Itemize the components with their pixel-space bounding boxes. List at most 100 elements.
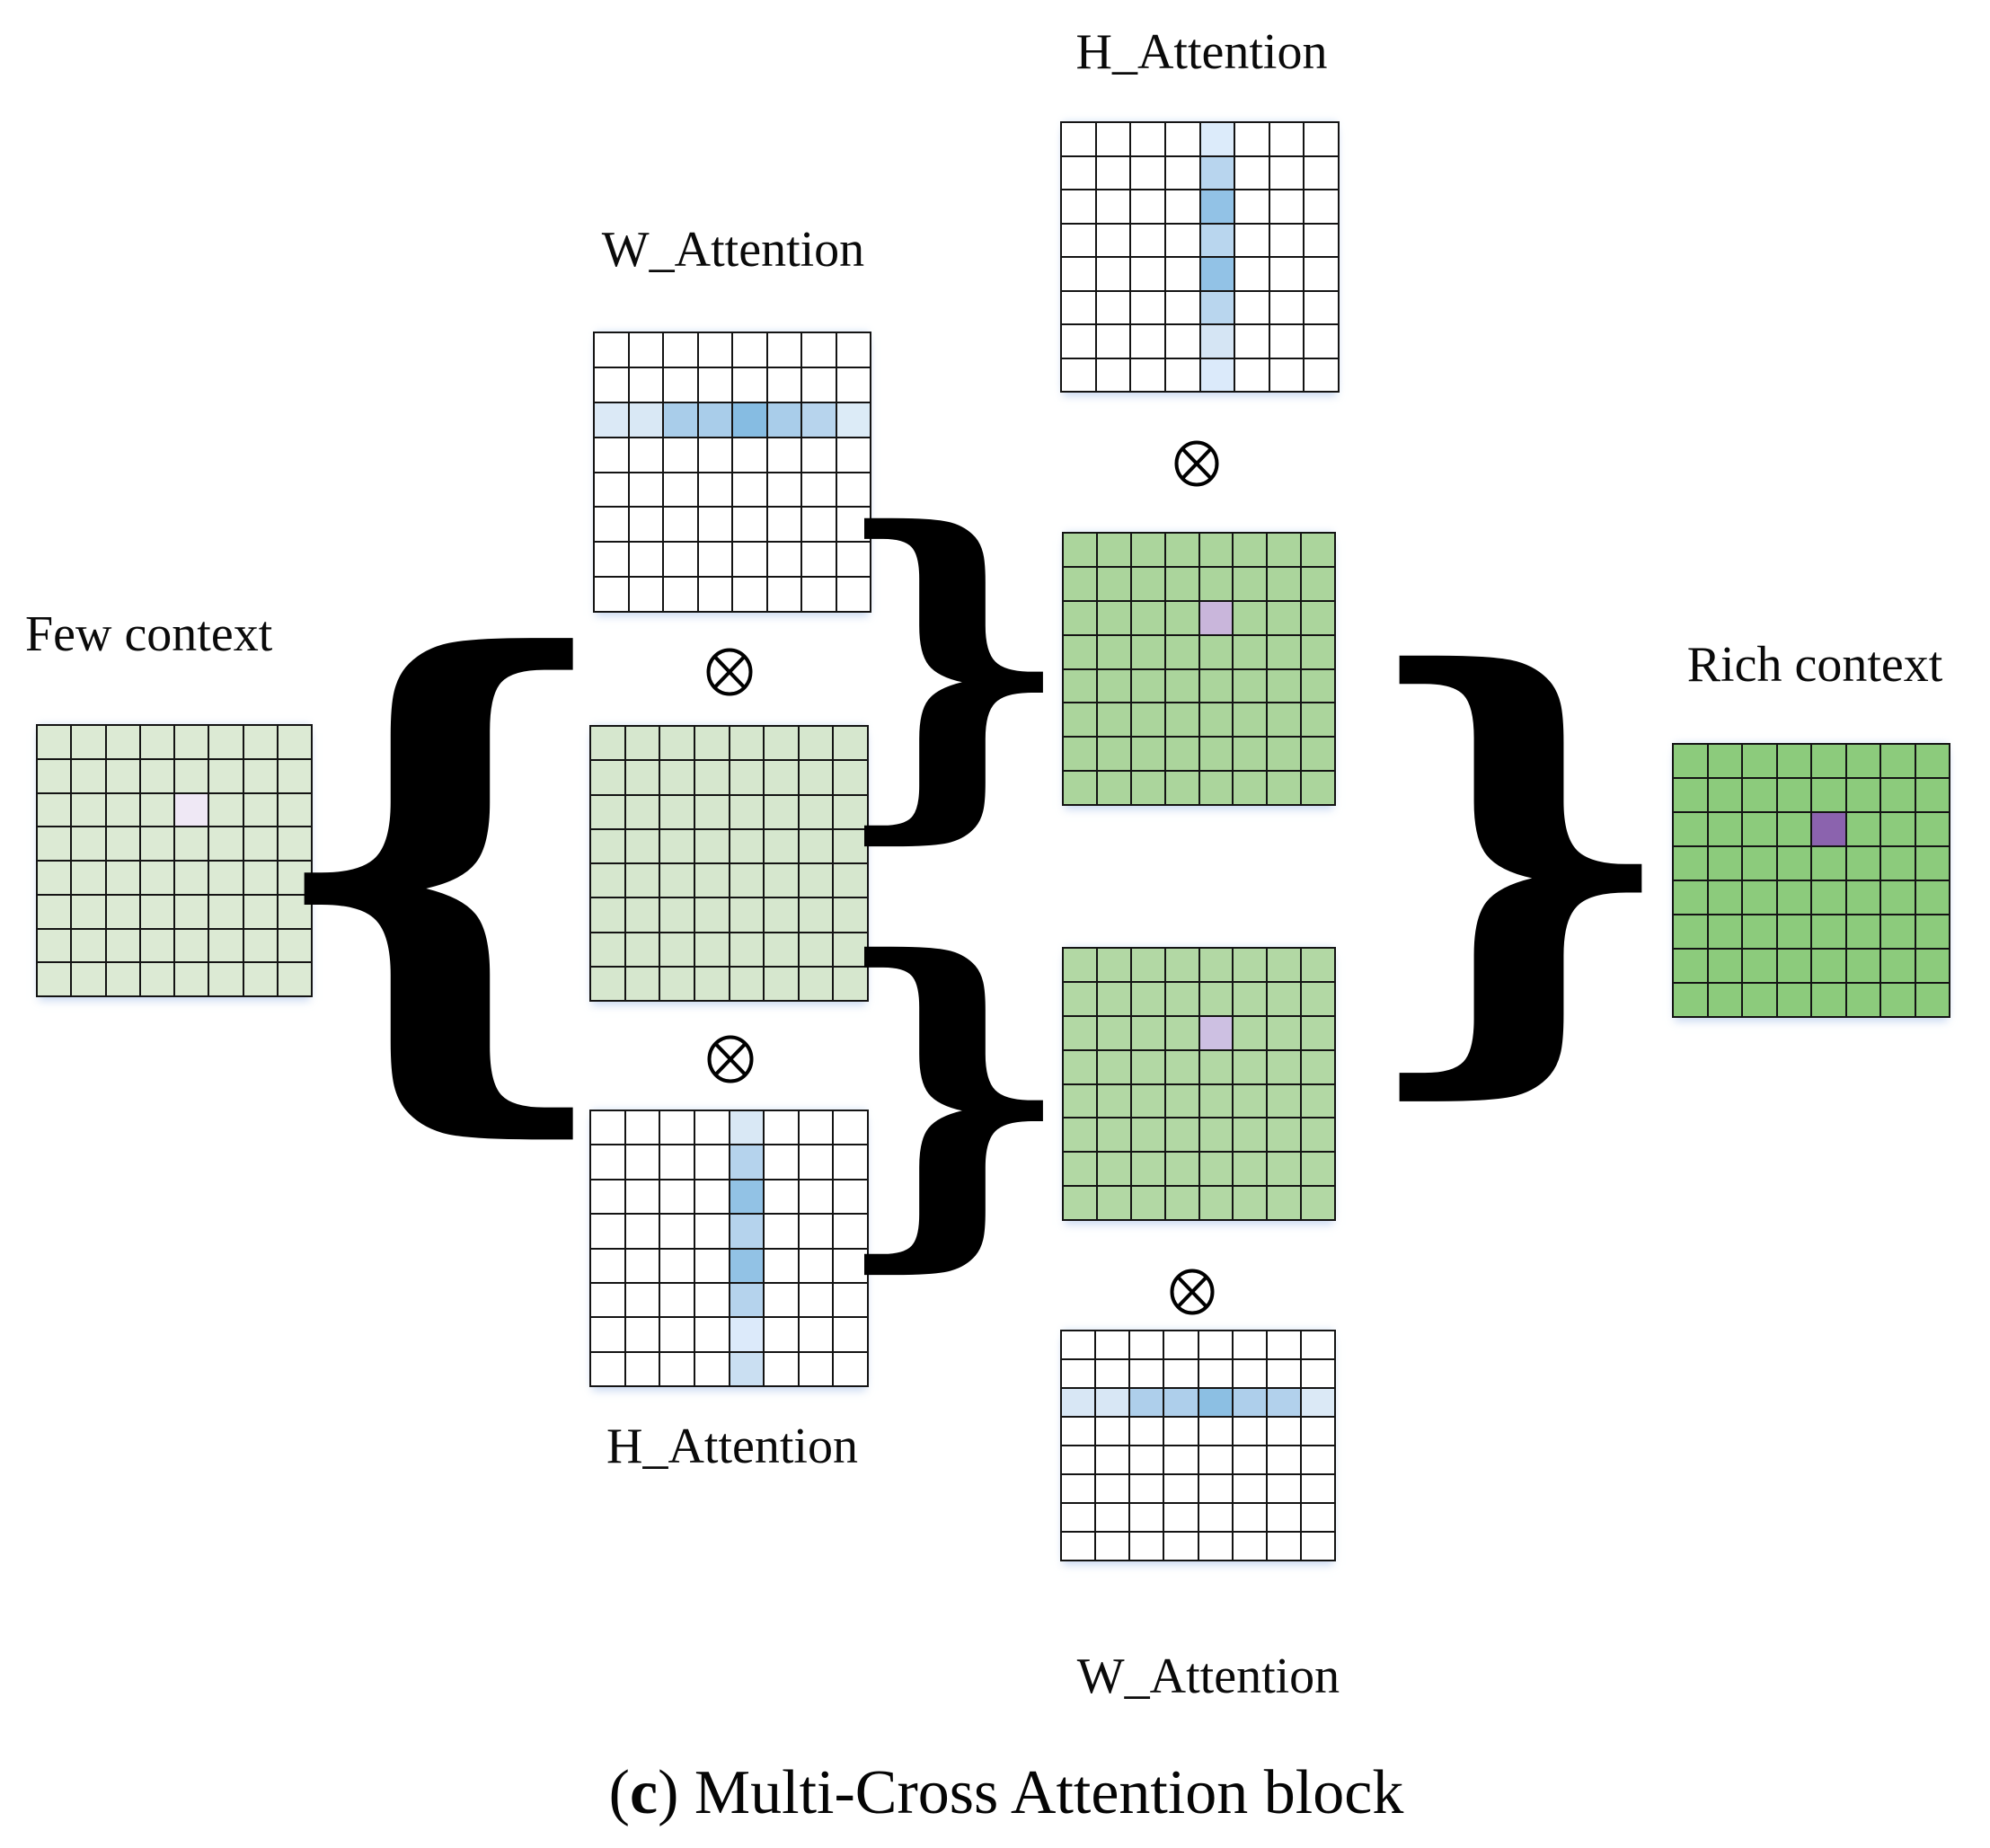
grid-cell xyxy=(1097,1119,1130,1152)
grid-cell xyxy=(1096,156,1130,189)
grid-cell xyxy=(660,1352,694,1385)
grid-cell xyxy=(1064,738,1096,771)
grid-cell xyxy=(278,759,311,792)
grid-cell xyxy=(595,473,628,507)
grid-cell xyxy=(1305,258,1338,290)
grid-cell xyxy=(1915,984,1949,1016)
grid-cell xyxy=(175,963,208,995)
grid-cell xyxy=(591,795,624,828)
grid-cell xyxy=(1233,1533,1266,1560)
grid-cell xyxy=(1674,779,1707,811)
grid-cell xyxy=(1200,358,1234,391)
grid-cell xyxy=(1131,703,1164,737)
grid-cell xyxy=(629,508,662,542)
grid-cell xyxy=(629,578,662,611)
grid-cell xyxy=(1305,325,1338,358)
grid-cell xyxy=(595,578,628,611)
grid-cell xyxy=(1165,291,1199,323)
upper-right-curly-brace: } xyxy=(829,454,1075,873)
grid-cell xyxy=(694,1352,729,1385)
grid-cell xyxy=(1708,950,1741,982)
grid-cell xyxy=(1097,703,1130,737)
grid-cell xyxy=(38,862,71,894)
grid-cell xyxy=(694,898,729,932)
grid-cell xyxy=(629,543,662,577)
grid-cell xyxy=(660,829,694,862)
grid-cell xyxy=(1130,1475,1163,1502)
w-attention-top-label: W_Attention xyxy=(601,222,865,278)
grid-cell xyxy=(664,438,697,472)
grid-cell xyxy=(765,727,798,760)
grid-cell xyxy=(106,759,139,792)
grid-cell xyxy=(1199,1050,1233,1083)
grid-cell xyxy=(834,829,867,862)
grid-cell xyxy=(1268,772,1301,804)
grid-cell xyxy=(625,1111,659,1145)
caption-text: ) Multi-Cross Attention block xyxy=(658,1758,1404,1827)
grid-cell xyxy=(1164,1533,1198,1560)
grid-cell xyxy=(1777,813,1810,845)
grid-cell xyxy=(1268,703,1301,737)
grid-cell xyxy=(765,1352,798,1385)
grid-cell xyxy=(1131,1119,1164,1152)
grid-cell xyxy=(834,864,867,897)
grid-cell xyxy=(1234,1119,1267,1152)
grid-cell xyxy=(106,929,139,962)
grid-cell xyxy=(1097,949,1130,981)
grid-cell xyxy=(1301,1389,1334,1416)
grid-cell xyxy=(799,1352,833,1385)
grid-cell xyxy=(1881,915,1915,948)
grid-cell xyxy=(1164,1360,1198,1387)
grid-cell xyxy=(595,508,628,542)
grid-cell xyxy=(834,933,867,966)
grid-cell xyxy=(625,898,659,932)
grid-cell xyxy=(1097,1187,1130,1219)
grid-cell xyxy=(660,727,694,760)
w-attention-bottom-grid xyxy=(1060,1330,1336,1561)
h-attention-mid-label: H_Attention xyxy=(606,1419,858,1474)
grid-cell xyxy=(1267,1360,1300,1387)
grid-cell xyxy=(694,1318,729,1351)
grid-cell xyxy=(1881,847,1915,880)
grid-cell xyxy=(1062,1504,1095,1531)
grid-cell xyxy=(767,578,800,611)
grid-cell xyxy=(664,473,697,507)
grid-cell xyxy=(1846,813,1879,845)
grid-cell xyxy=(1302,949,1334,981)
grid-cell xyxy=(72,929,105,962)
grid-cell xyxy=(243,963,277,995)
grid-cell xyxy=(1165,982,1198,1015)
grid-cell xyxy=(1064,982,1096,1015)
grid-cell xyxy=(243,759,277,792)
grid-cell xyxy=(278,793,311,827)
grid-cell xyxy=(1268,601,1301,634)
grid-cell xyxy=(625,1283,659,1317)
grid-cell xyxy=(1130,1533,1163,1560)
grid-cell xyxy=(1915,950,1949,982)
grid-cell xyxy=(1234,1016,1267,1049)
grid-cell xyxy=(591,933,624,966)
grid-cell xyxy=(1164,1331,1198,1358)
grid-cell xyxy=(730,1180,764,1214)
grid-cell xyxy=(730,933,764,966)
grid-cell xyxy=(1199,669,1233,703)
grid-cell xyxy=(802,367,836,402)
grid-cell xyxy=(1708,847,1741,880)
grid-cell xyxy=(730,761,764,794)
grid-cell xyxy=(72,726,105,758)
grid-cell xyxy=(836,508,870,542)
grid-cell xyxy=(730,1249,764,1282)
grid-cell xyxy=(1302,669,1334,703)
grid-cell xyxy=(1812,881,1845,914)
grid-cell xyxy=(1064,1119,1096,1152)
grid-cell xyxy=(38,726,71,758)
grid-cell xyxy=(1235,190,1269,223)
grid-cell xyxy=(591,1249,624,1282)
grid-cell xyxy=(175,827,208,860)
grid-cell xyxy=(278,929,311,962)
grid-cell xyxy=(1064,669,1096,703)
grid-cell xyxy=(629,402,662,437)
grid-cell xyxy=(1234,1187,1267,1219)
grid-cell xyxy=(1302,982,1334,1015)
grid-cell xyxy=(72,827,105,860)
